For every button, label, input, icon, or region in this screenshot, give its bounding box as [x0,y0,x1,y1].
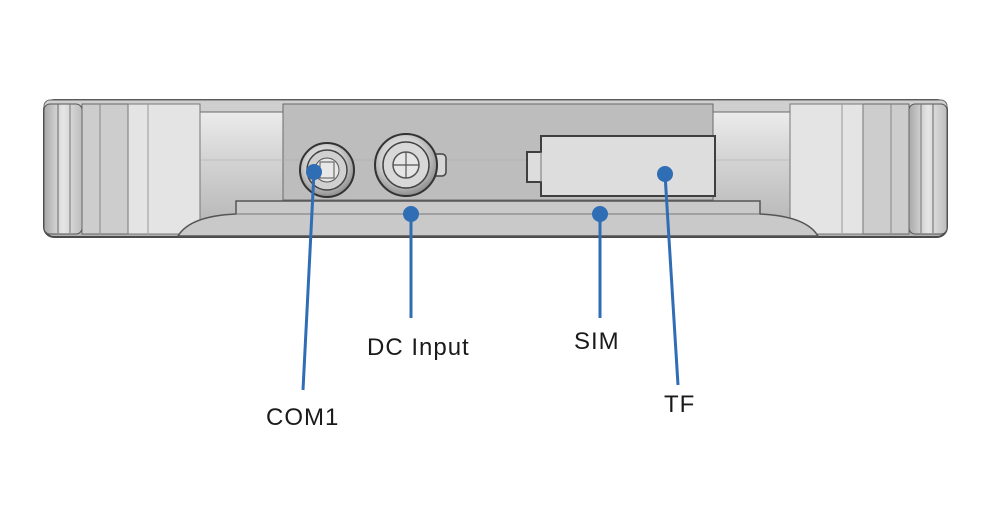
tf-leader [663,173,680,386]
com1-leader [301,171,316,391]
sim-dot [592,206,608,222]
dc-input-dot [403,206,419,222]
sim-tf-cover [526,135,716,197]
dc-input-label: DC Input [367,334,470,361]
tf-dot [657,166,673,182]
device-body [43,99,948,238]
tf-label: TF [664,391,696,418]
com1-dot [306,164,322,180]
callout-lines [301,171,680,391]
dc-input-port [374,133,447,197]
callout-dots [306,164,673,222]
sim-label: SIM [574,328,620,355]
com1-label: COM1 [266,404,340,431]
